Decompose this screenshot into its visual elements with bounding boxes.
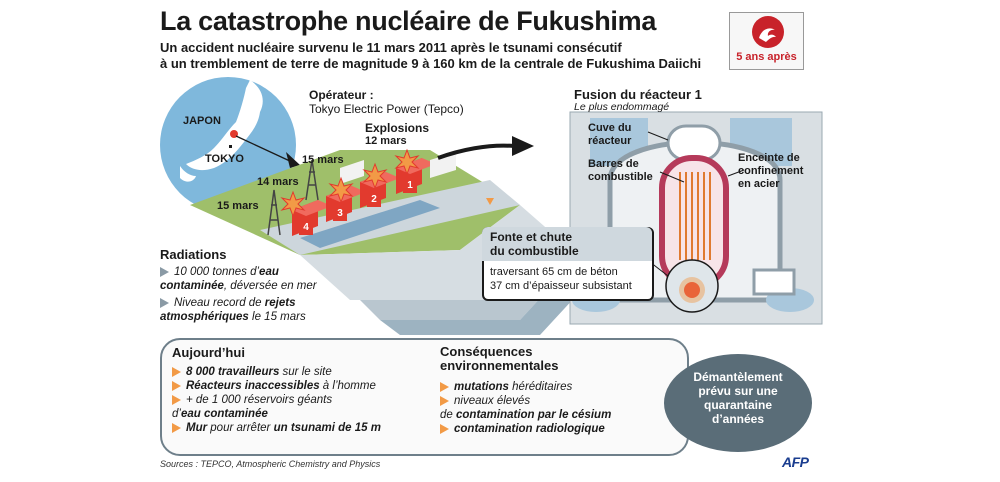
reactor-subtitle: Le plus endommagé (574, 101, 670, 113)
afp-logo: AFP (782, 454, 809, 470)
radiations-item-1: 10 000 tonnes d’eau contaminée, déversée… (160, 266, 317, 292)
fonte-body: traversant 65 cm de béton 37 cm d’épaiss… (490, 266, 632, 292)
dismantle-text: Démantèlement prévu sur une quarantaine … (693, 370, 783, 426)
barres-label: Barres de combustible (588, 158, 653, 183)
bullet-arrow-icon (440, 381, 449, 392)
map-label-japon: JAPON (183, 115, 221, 127)
date-12-mars: 12 mars (365, 135, 407, 147)
summary-panel (160, 338, 689, 456)
radiations-title: Radiations (160, 247, 227, 262)
wave-logo-icon (752, 16, 784, 48)
bullet-arrow-icon (172, 366, 181, 377)
reactor-number-1: 1 (403, 179, 417, 193)
reactor-number-4: 4 (299, 221, 313, 235)
bullet-arrow-icon (172, 394, 181, 405)
reactor-title: Fusion du réacteur 1 (574, 87, 702, 102)
enceinte-label: Enceinte de confinement en acier (738, 152, 804, 190)
badge-label: 5 ans après (736, 51, 797, 63)
today-list: 8 000 travailleurs sur le site Réacteurs… (172, 366, 381, 434)
date-14-mars: 14 mars (257, 176, 299, 188)
reactor-number-2: 2 (367, 193, 381, 207)
bullet-arrow-icon (440, 395, 449, 406)
fonte-callout-header (482, 227, 652, 261)
bullet-arrow-icon (160, 266, 169, 277)
fonte-title: Fonte et chute du combustible (490, 230, 579, 258)
dismantle-oval (664, 354, 812, 452)
operator-name: Tokyo Electric Power (Tepco) (309, 102, 464, 116)
consequences-title: Conséquences environnementales (440, 344, 559, 373)
page-title: La catastrophe nucléaire de Fukushima (160, 6, 657, 36)
date-15-mars-a: 15 mars (302, 154, 344, 166)
bullet-arrow-icon (440, 423, 449, 434)
subtitle-line-1: Un accident nucléaire survenu le 11 mars… (160, 40, 622, 55)
radiations-item-2: Niveau record de rejets atmosphériques l… (160, 297, 306, 323)
bullet-arrow-icon (172, 380, 181, 391)
operator-label: Opérateur : (309, 88, 374, 102)
explosions-label: Explosions (365, 121, 430, 135)
bullet-arrow-icon (160, 297, 169, 308)
reactor-number-3: 3 (333, 207, 347, 221)
date-15-mars-b: 15 mars (217, 200, 259, 212)
subtitle-line-2: à un tremblement de terre de magnitude 9… (160, 56, 702, 71)
map-label-tokyo: TOKYO (205, 153, 244, 165)
today-title: Aujourd’hui (172, 345, 245, 360)
sources-note: Sources : TEPCO, Atmospheric Chemistry a… (160, 459, 381, 469)
bullet-arrow-icon (172, 422, 181, 433)
consequences-list: mutations héréditaires niveaux élevés de… (440, 381, 612, 435)
cuve-label: Cuve du réacteur (588, 122, 632, 147)
